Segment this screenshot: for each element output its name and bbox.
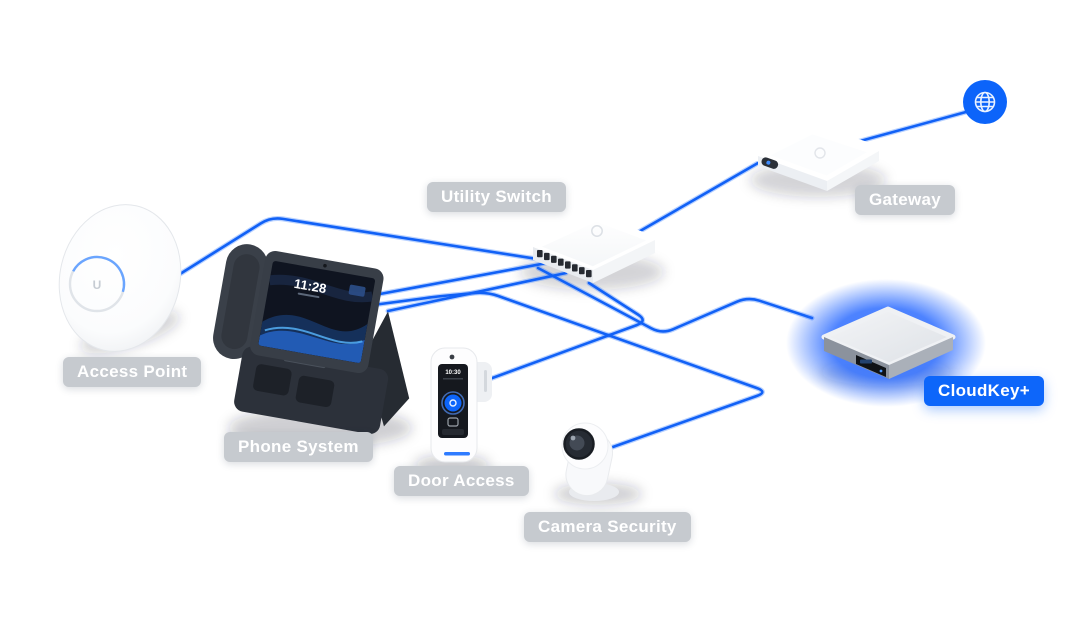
cloudkey-front-right xyxy=(889,337,953,379)
switch-ports xyxy=(537,250,592,278)
ap-logo: U xyxy=(93,278,102,292)
door-access-unlock-button xyxy=(444,394,462,412)
internet-node xyxy=(963,80,1007,124)
gateway-logo xyxy=(814,147,826,159)
switch-logo xyxy=(591,225,603,237)
label-cloudkey: CloudKey+ xyxy=(924,376,1044,406)
label-utility-switch: Utility Switch xyxy=(427,182,566,212)
gateway-front-right xyxy=(827,151,879,191)
camera-security-device xyxy=(561,422,619,501)
label-camera-security: Camera Security xyxy=(524,512,691,542)
gateway-device xyxy=(753,124,884,191)
cable-bundle-extra-2 xyxy=(386,271,568,313)
gateway-port xyxy=(761,157,779,169)
door-access-camera-dot xyxy=(449,354,455,360)
door-access-clock: 10:30 xyxy=(445,370,461,376)
globe-icon xyxy=(974,91,996,113)
label-access-point: Access Point xyxy=(63,357,202,387)
label-door-access: Door Access xyxy=(394,466,529,496)
label-phone-system: Phone System xyxy=(224,432,373,462)
door-access-device: 10:30 xyxy=(430,347,492,463)
cable-internet-to-gateway xyxy=(851,110,968,145)
door-access-led-strip xyxy=(444,452,470,456)
phone-stand xyxy=(363,311,410,427)
phone-clock: 11:28 xyxy=(293,276,328,296)
access-point-device: U xyxy=(58,204,182,352)
phone-screen-widget xyxy=(348,284,366,297)
switch-front-right xyxy=(593,240,655,283)
label-gateway: Gateway xyxy=(855,185,956,215)
cable-gateway-to-switch xyxy=(626,161,760,240)
phone-system-device: 11:28 xyxy=(213,244,410,434)
utility-switch-device xyxy=(529,214,659,283)
cloudkey-device xyxy=(786,279,986,407)
